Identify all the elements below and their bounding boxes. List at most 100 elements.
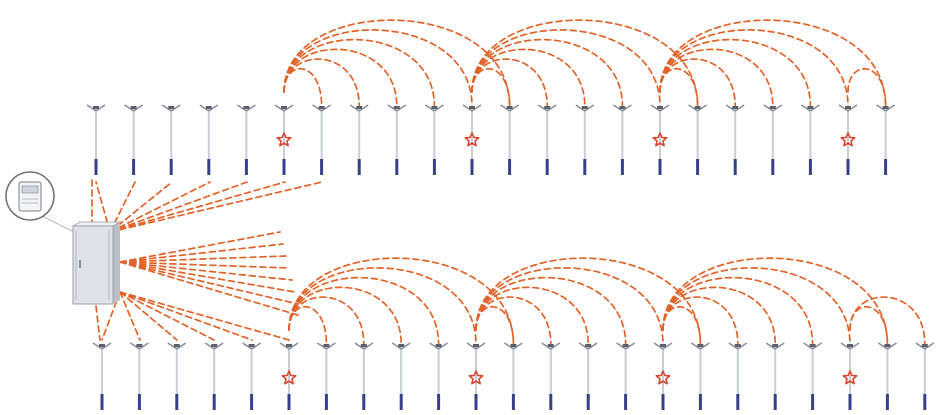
streetlight-pole <box>541 342 561 410</box>
streetlight-pole <box>763 104 783 175</box>
cabinet-link <box>119 255 287 263</box>
cabinet-link <box>119 291 290 341</box>
streetlight-pole <box>242 342 262 410</box>
signal-arc <box>283 67 323 107</box>
streetlight-poles <box>86 104 935 410</box>
streetlight-pole <box>466 342 486 410</box>
gateway-star-icon <box>655 370 671 385</box>
cabinet-link <box>109 181 173 233</box>
cabinet-link <box>119 261 299 305</box>
streetlight-pole <box>391 342 411 410</box>
cabinet-link <box>119 291 253 341</box>
mesh-signal-arcs <box>283 19 926 345</box>
streetlight-pole <box>575 104 595 175</box>
electric-meter-callout <box>5 171 75 233</box>
streetlight-pole <box>537 104 557 175</box>
streetlight-pole <box>877 342 897 410</box>
streetlight-pole <box>279 342 299 410</box>
streetlight-pole <box>725 104 745 175</box>
streetlight-pole <box>915 342 935 410</box>
cabinet-link <box>119 291 215 341</box>
cabinet-link <box>95 181 111 233</box>
streetlight-pole <box>86 104 106 175</box>
signal-arc <box>475 267 664 345</box>
signal-arc <box>471 48 586 107</box>
signal-arc <box>659 19 887 107</box>
streetlight-pole <box>349 104 369 175</box>
streetlight-pole <box>129 342 149 410</box>
cabinet-link <box>109 181 286 233</box>
signal-arc <box>475 305 515 345</box>
streetlight-pole <box>387 104 407 175</box>
gateway-star-icon <box>840 132 856 147</box>
signal-arc <box>288 305 328 345</box>
streetlight-pole <box>312 104 332 175</box>
signal-arc <box>659 67 699 107</box>
signal-arc <box>849 296 926 345</box>
signal-arc <box>471 19 699 107</box>
cabinet-signal-links <box>91 179 323 341</box>
signal-arc <box>288 257 515 345</box>
streetlight-pole <box>424 104 444 175</box>
signal-arc <box>471 38 624 107</box>
signal-arc <box>849 305 889 345</box>
gateway-node-markers <box>276 132 858 385</box>
signal-arc <box>471 67 511 107</box>
signal-arc <box>659 29 849 107</box>
streetlight-pole <box>503 342 523 410</box>
gateway-star-icon <box>842 370 858 385</box>
cabinet-link <box>119 291 141 341</box>
signal-arc <box>662 276 814 345</box>
cabinet-link <box>95 305 101 341</box>
streetlight-pole <box>316 342 336 410</box>
streetlight-pole <box>800 104 820 175</box>
streetlight-pole <box>876 104 896 175</box>
signal-arc <box>662 257 889 345</box>
cabinet-link <box>109 181 323 233</box>
cabinet-link <box>119 231 281 263</box>
cabinet-link <box>119 261 290 269</box>
cabinet-link <box>101 291 121 341</box>
streetlight-pole <box>728 342 748 410</box>
gateway-star-icon <box>281 370 297 385</box>
signal-arc <box>662 286 777 345</box>
streetlight-pole <box>167 342 187 410</box>
streetlight-pole <box>653 342 673 410</box>
signal-arc <box>288 267 477 345</box>
streetlight-pole <box>650 104 670 175</box>
streetlight-pole <box>354 342 374 410</box>
signal-arc <box>659 38 812 107</box>
gateway-star-icon <box>468 370 484 385</box>
signal-arc <box>662 305 702 345</box>
cabinet-link <box>119 261 296 293</box>
cabinet-link <box>119 261 302 317</box>
streetlight-pole <box>124 104 144 175</box>
streetlight-pole <box>840 342 860 410</box>
cabinet-link <box>119 243 284 263</box>
streetlight-pole <box>236 104 256 175</box>
cabinet-link <box>109 181 248 233</box>
signal-arc <box>283 19 511 107</box>
cabinet-link <box>109 181 211 233</box>
streetlight-pole <box>462 104 482 175</box>
streetlight-pole <box>199 104 219 175</box>
streetlight-pole <box>92 342 112 410</box>
streetlight-pole <box>274 104 294 175</box>
cabinet-link <box>119 261 293 281</box>
signal-arc <box>288 286 403 345</box>
streetlight-pole <box>616 342 636 410</box>
signal-arc <box>475 276 627 345</box>
signal-arc <box>662 267 851 345</box>
streetlight-pole <box>688 104 708 175</box>
gateway-star-icon <box>652 132 668 147</box>
signal-arc <box>283 29 473 107</box>
streetlight-pole <box>690 342 710 410</box>
signal-arc <box>283 48 398 107</box>
streetlight-pole <box>765 342 785 410</box>
streetlight-pole <box>204 342 224 410</box>
control-cabinet-icon <box>71 221 122 305</box>
streetlight-pole <box>578 342 598 410</box>
streetlight-pole <box>838 104 858 175</box>
streetlight-pole <box>500 104 520 175</box>
